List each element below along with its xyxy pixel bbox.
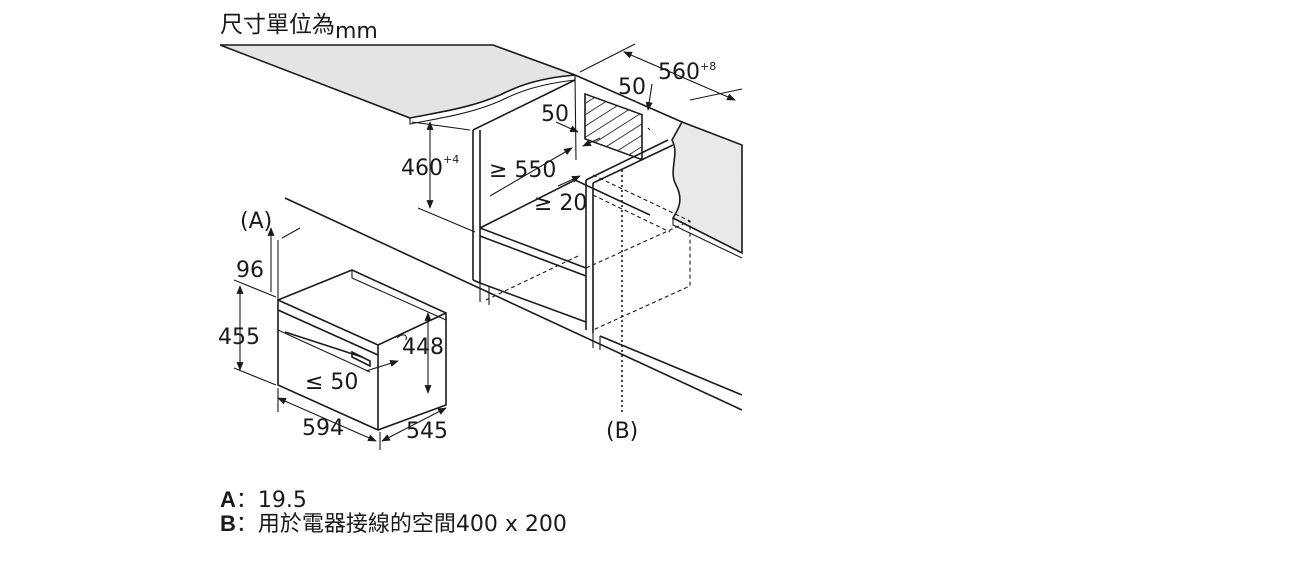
legend-b: B：用於電器接線的空間400 x 200 — [220, 511, 567, 537]
unit-title-unit: mm — [335, 19, 378, 44]
worktop-right — [671, 121, 743, 255]
dim-460: 460 — [401, 156, 443, 181]
unit-title-prefix: 尺寸單位為 — [220, 12, 335, 38]
dim-460-tolerance: +4 — [443, 153, 459, 166]
dim-le50: ≤ 50 — [305, 370, 358, 395]
dim-594: 594 — [302, 416, 344, 441]
dim-448: 448 — [402, 335, 444, 360]
label-b: (B) — [606, 419, 638, 444]
electrical-space-hatch — [584, 92, 643, 161]
unit-title: 尺寸單位為mm — [220, 10, 378, 47]
dim-50-left: 50 — [541, 102, 569, 127]
dim-ge550: ≥ 550 — [489, 158, 556, 183]
legend-a-text: 19.5 — [257, 488, 307, 513]
dim-560-tolerance: +8 — [700, 60, 716, 73]
oven-handle — [284, 331, 363, 358]
legend-a: A：19.5 — [220, 487, 307, 513]
legend-b-text: 用於電器接線的空間 — [257, 512, 456, 537]
dimension-lines — [233, 51, 736, 450]
oven — [277, 269, 447, 431]
dim-ge20: ≥ 20 — [534, 191, 587, 216]
dim-96: 96 — [236, 258, 264, 283]
worktop-left — [219, 44, 576, 119]
worktop-left-edge — [409, 75, 576, 125]
dim-50-top: 50 — [618, 75, 646, 100]
dimension-labels: (A) 96 455 448 ≤ 50 594 545 460 +4 ≥ 550… — [218, 60, 716, 444]
worktop-right-edge — [672, 218, 743, 259]
legend-b-key: B — [220, 511, 236, 536]
legend-b-size: 400 x 200 — [455, 512, 567, 537]
legend-a-key: A — [220, 487, 236, 512]
dim-545: 545 — [406, 419, 448, 444]
dim-560: 560 — [658, 60, 700, 85]
label-a: (A) — [240, 209, 272, 234]
cabinet — [284, 43, 743, 412]
dim-455: 455 — [218, 325, 260, 350]
